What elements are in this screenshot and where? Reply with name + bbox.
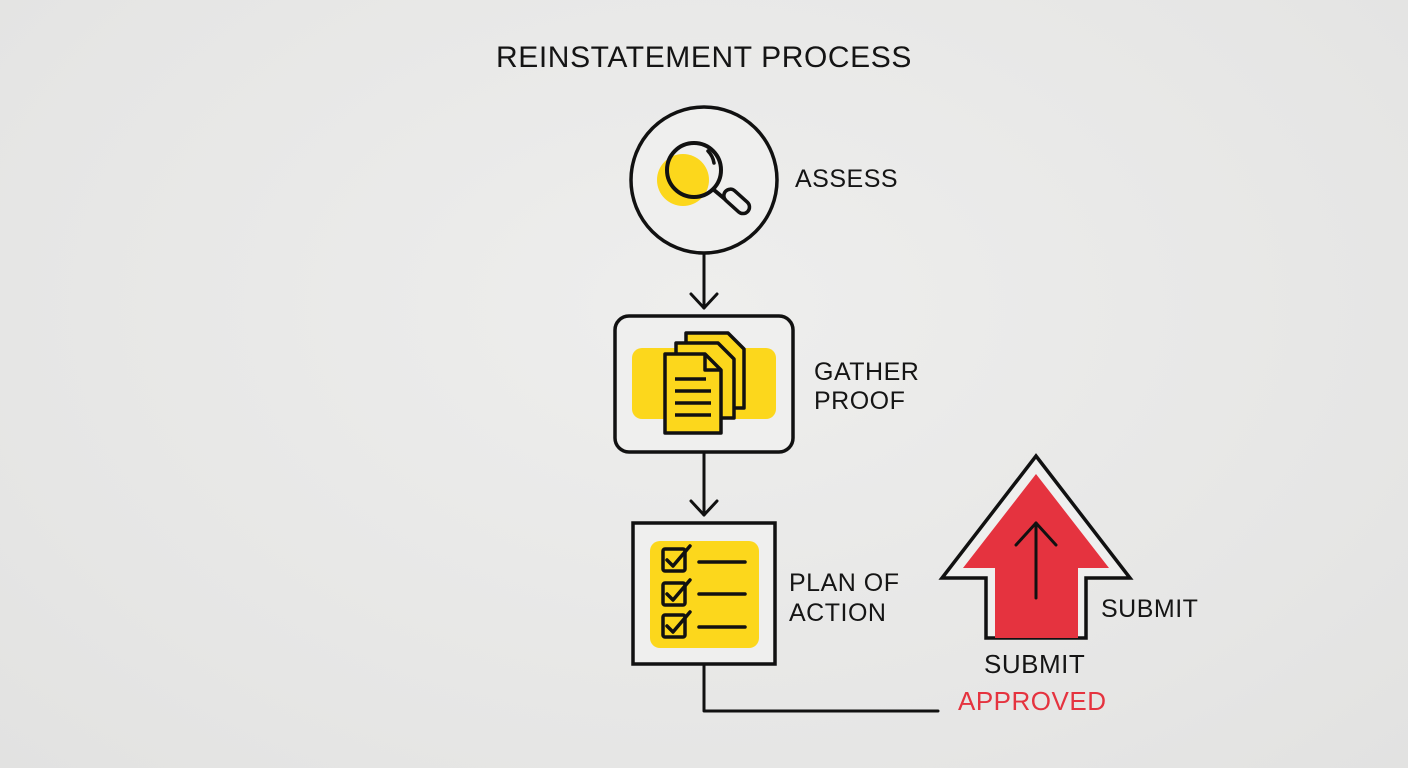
step-assess-label: ASSESS (795, 165, 899, 193)
magnifying-glass-icon (657, 141, 752, 216)
step-gather-proof-label-line1: GATHER (814, 358, 920, 386)
up-arrow-icon (1014, 521, 1058, 600)
step-gather-proof-label-line2: PROOF (814, 387, 906, 415)
submit-label: SUBMIT (984, 649, 1086, 679)
connector-assess-to-gather (689, 248, 719, 310)
submit-arrow-node (938, 453, 1134, 640)
step-plan-of-action-label-line1: PLAN OF (789, 569, 900, 597)
step-plan-of-action-label-line2: ACTION (789, 599, 887, 627)
connector-plan-to-submit (702, 664, 940, 713)
step-gather-proof-node (613, 314, 795, 454)
approved-status-label: APPROVED (958, 686, 1107, 716)
diagram-title: REINSTATEMENT PROCESS (496, 41, 912, 74)
checklist-icon (661, 544, 747, 639)
step-assess-node (629, 105, 779, 255)
documents-icon (663, 331, 746, 435)
connector-gather-to-plan (689, 452, 719, 517)
submit-side-label: SUBMIT (1101, 595, 1199, 623)
step-plan-of-action-node (631, 521, 777, 666)
